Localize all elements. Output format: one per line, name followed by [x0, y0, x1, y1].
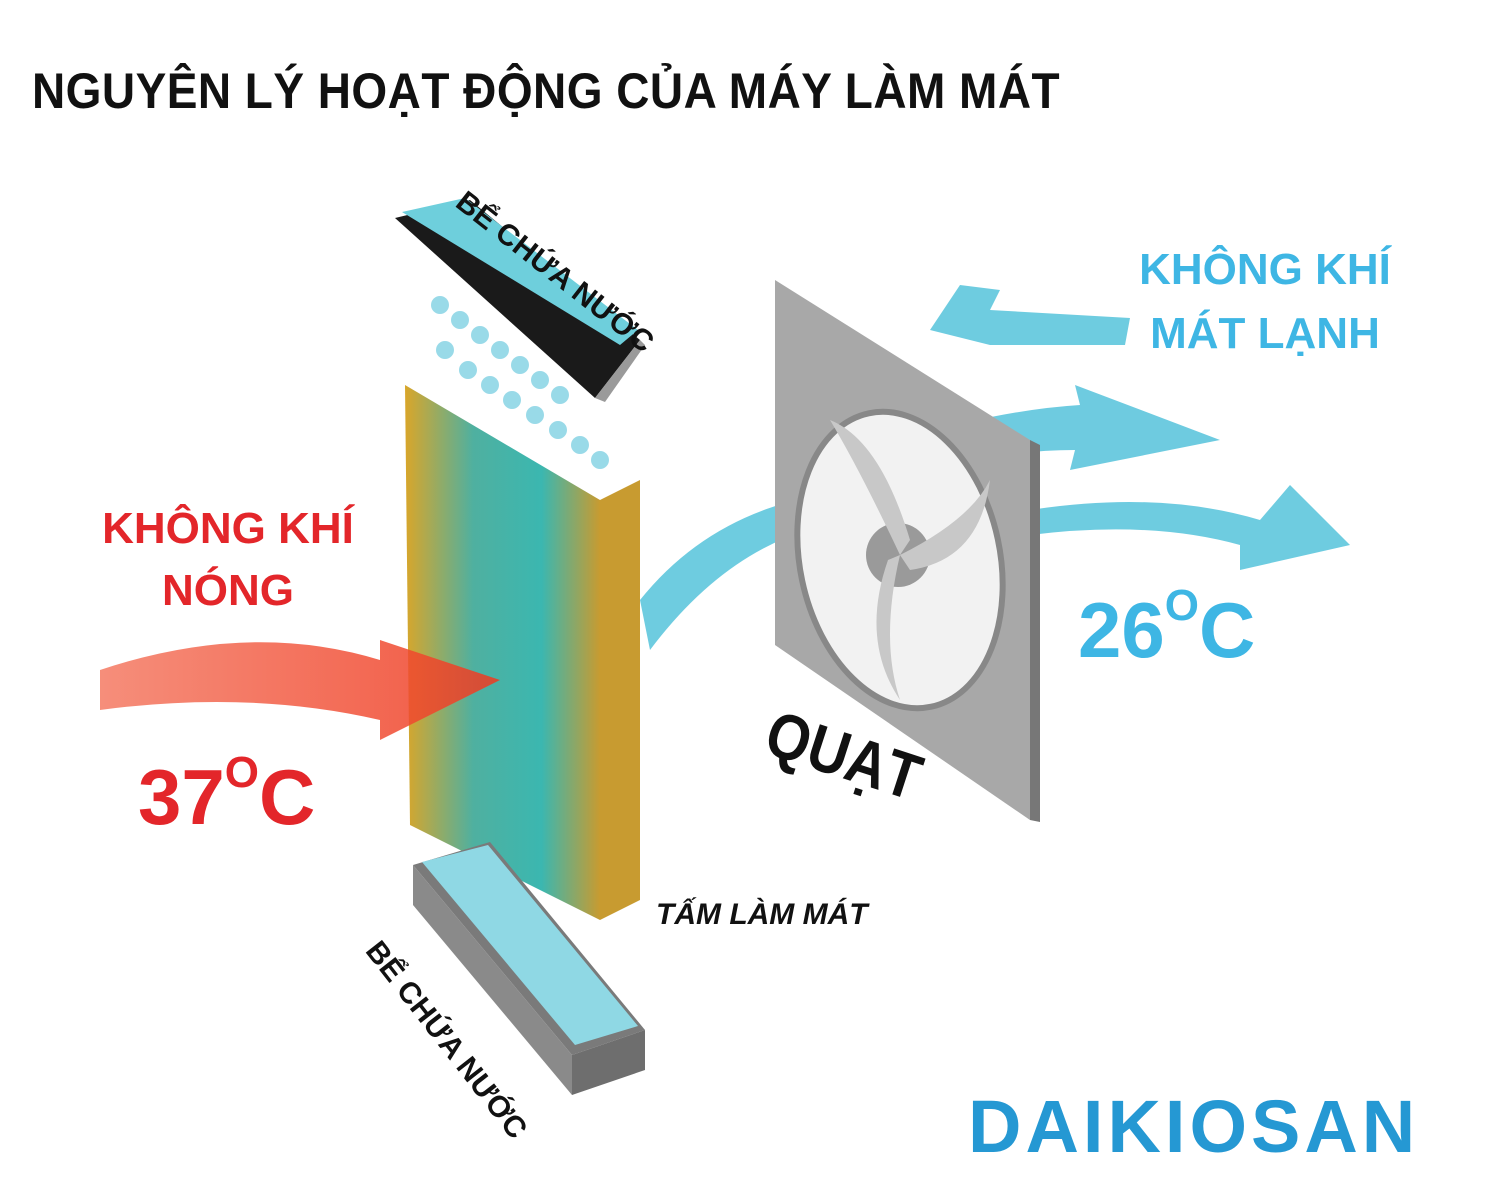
fan-housing	[775, 280, 1040, 822]
hot-temp-degree: O	[224, 748, 259, 797]
top-water-tank	[395, 198, 645, 402]
hot-air-label-line1: KHÔNG KHÍ	[102, 504, 354, 553]
brand-logo: DAIKIOSAN	[968, 1085, 1420, 1168]
cool-air-label-line2: MÁT LẠNH	[1150, 309, 1380, 358]
bottom-water-tank	[413, 842, 645, 1095]
hot-air-label: KHÔNG KHÍ NÓNG	[78, 498, 378, 622]
hot-air-temperature: 37OC	[138, 748, 316, 843]
cool-temp-degree: O	[1164, 581, 1199, 630]
cooling-pad	[405, 385, 640, 920]
cooling-pad-label: TẤM LÀM MÁT	[656, 898, 868, 931]
hot-air-label-line2: NÓNG	[162, 566, 294, 615]
cool-temp-value: 26	[1078, 586, 1165, 674]
hot-air-arrow	[100, 640, 500, 740]
cool-temp-unit: C	[1199, 586, 1256, 674]
cool-air-label-line1: KHÔNG KHÍ	[1139, 245, 1391, 294]
cool-air-temperature: 26OC	[1078, 581, 1256, 676]
water-droplets-top	[431, 296, 609, 469]
page-title: NGUYÊN LÝ HOẠT ĐỘNG CỦA MÁY LÀM MÁT	[32, 63, 1061, 119]
hot-temp-unit: C	[259, 753, 316, 841]
hot-temp-value: 37	[138, 753, 225, 841]
cool-air-label: KHÔNG KHÍ MÁT LẠNH	[1110, 238, 1420, 366]
